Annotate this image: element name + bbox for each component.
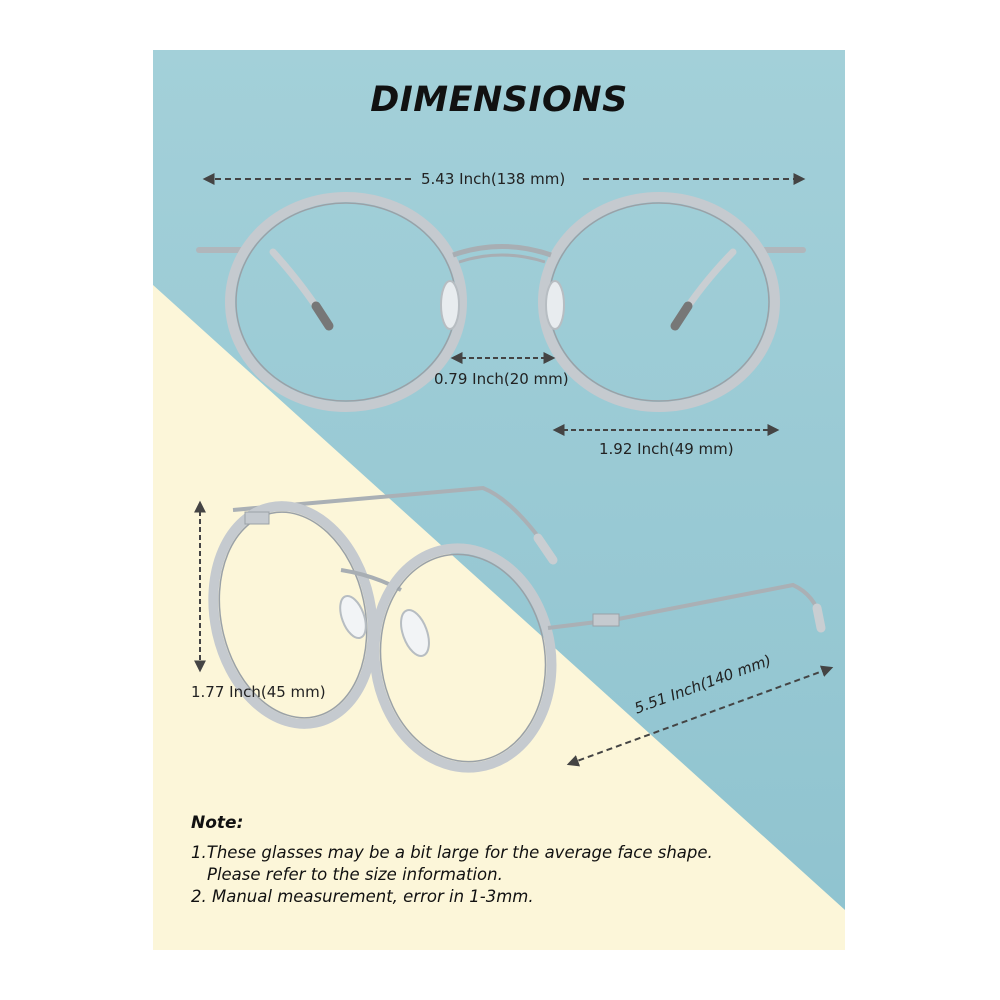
note-heading: Note: — [191, 813, 244, 833]
dimensions-panel: DIMENSIONS — [153, 50, 845, 950]
glasses-illustration — [194, 173, 834, 773]
lens-height-label: 1.77 Inch(45 mm) — [191, 683, 326, 701]
lens-width-label: 1.92 Inch(49 mm) — [599, 440, 734, 458]
side-view-glasses — [208, 485, 826, 773]
front-view-glasses — [196, 192, 806, 412]
note-line-3: 2. Manual measurement, error in 1-3mm. — [191, 887, 534, 906]
cream-background — [153, 285, 845, 950]
temple-length-arrow — [566, 665, 834, 767]
note-line-1: 1.These glasses may be a bit large for t… — [191, 843, 713, 862]
total-width-label: 5.43 Inch(138 mm) — [421, 170, 566, 188]
background — [153, 50, 845, 950]
bridge-width-label: 0.79 Inch(20 mm) — [434, 370, 569, 388]
note-line-2: Please refer to the size information. — [207, 865, 503, 884]
page-title: DIMENSIONS — [370, 80, 628, 120]
